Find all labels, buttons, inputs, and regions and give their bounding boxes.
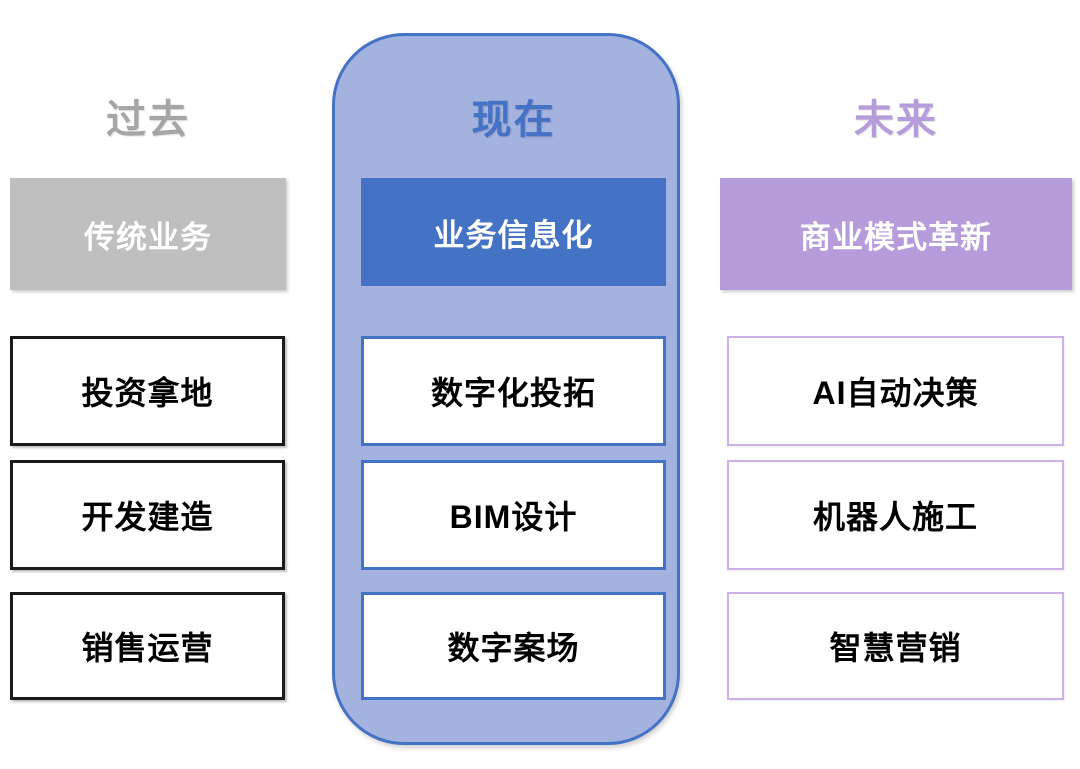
item-box-ai-automatic-decision: AI自动决策 <box>727 336 1064 446</box>
item-box-digital-investment-expansion: 数字化投拓 <box>361 336 666 446</box>
stage-title-past: 过去 <box>106 98 190 142</box>
stage-title-present: 现在 <box>471 98 556 142</box>
stage-title-future: 未来 <box>854 98 938 142</box>
item-box-robot-construction: 机器人施工 <box>727 460 1064 570</box>
stage-header-traditional-business: 传统业务 <box>10 178 286 290</box>
item-box-digital-showroom: 数字案场 <box>361 592 666 700</box>
stage-header-business-informatization: 业务信息化 <box>361 178 666 286</box>
item-box-smart-marketing: 智慧营销 <box>727 592 1064 700</box>
stage-header-business-model-innovation: 商业模式革新 <box>720 178 1072 290</box>
item-box-bim-design: BIM设计 <box>361 460 666 570</box>
item-box-development-construction: 开发建造 <box>10 460 285 570</box>
item-box-investment-land: 投资拿地 <box>10 336 285 446</box>
item-box-sales-operation: 销售运营 <box>10 592 285 700</box>
